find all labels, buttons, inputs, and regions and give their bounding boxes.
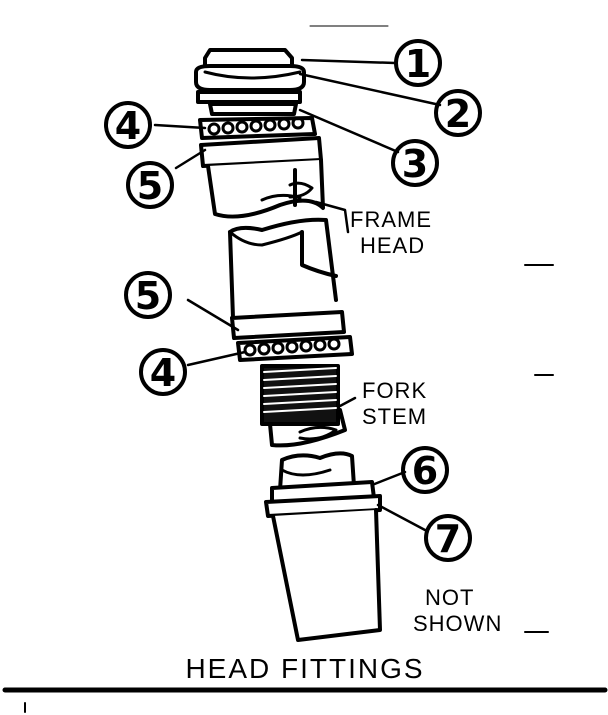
part-1-top-nut bbox=[194, 48, 306, 92]
callout-6: 6 bbox=[412, 449, 438, 493]
callout-7: 7 bbox=[435, 517, 461, 561]
part-3-race bbox=[208, 102, 298, 116]
callout-numbers: 1 2 3 4 5 4 5 6 7 bbox=[115, 42, 471, 561]
rules bbox=[2, 25, 608, 713]
part-4-lower-bearings bbox=[236, 335, 354, 362]
leader-lines bbox=[153, 58, 442, 532]
label-frame: FRAME bbox=[350, 207, 432, 232]
part-7-fork-crown bbox=[264, 494, 382, 642]
callout-3: 3 bbox=[402, 142, 428, 186]
part-5-upper-cup bbox=[199, 136, 325, 219]
callout-circles bbox=[104, 39, 482, 562]
fork-stem bbox=[260, 364, 347, 448]
part-2-washer bbox=[196, 90, 302, 104]
label-stem: STEM bbox=[362, 404, 427, 429]
part-4-upper-bearings bbox=[198, 116, 317, 140]
callout-4-upper: 4 bbox=[115, 104, 141, 148]
label-shown: SHOWN bbox=[413, 611, 502, 636]
frame-head-tube bbox=[228, 217, 338, 320]
callout-5-upper: 5 bbox=[137, 164, 163, 208]
callout-4-lower: 4 bbox=[150, 351, 176, 395]
label-not: NOT bbox=[425, 585, 474, 610]
label-fork: FORK bbox=[362, 378, 427, 403]
callout-2: 2 bbox=[445, 92, 471, 136]
callout-1: 1 bbox=[405, 42, 431, 86]
callout-5-lower: 5 bbox=[135, 274, 161, 318]
text-labels: FRAME HEAD FORK STEM NOT SHOWN HEAD FITT… bbox=[185, 207, 502, 684]
part-5-lower-cup bbox=[230, 310, 346, 340]
diagram-title: HEAD FITTINGS bbox=[185, 653, 424, 684]
label-head: HEAD bbox=[360, 233, 425, 258]
